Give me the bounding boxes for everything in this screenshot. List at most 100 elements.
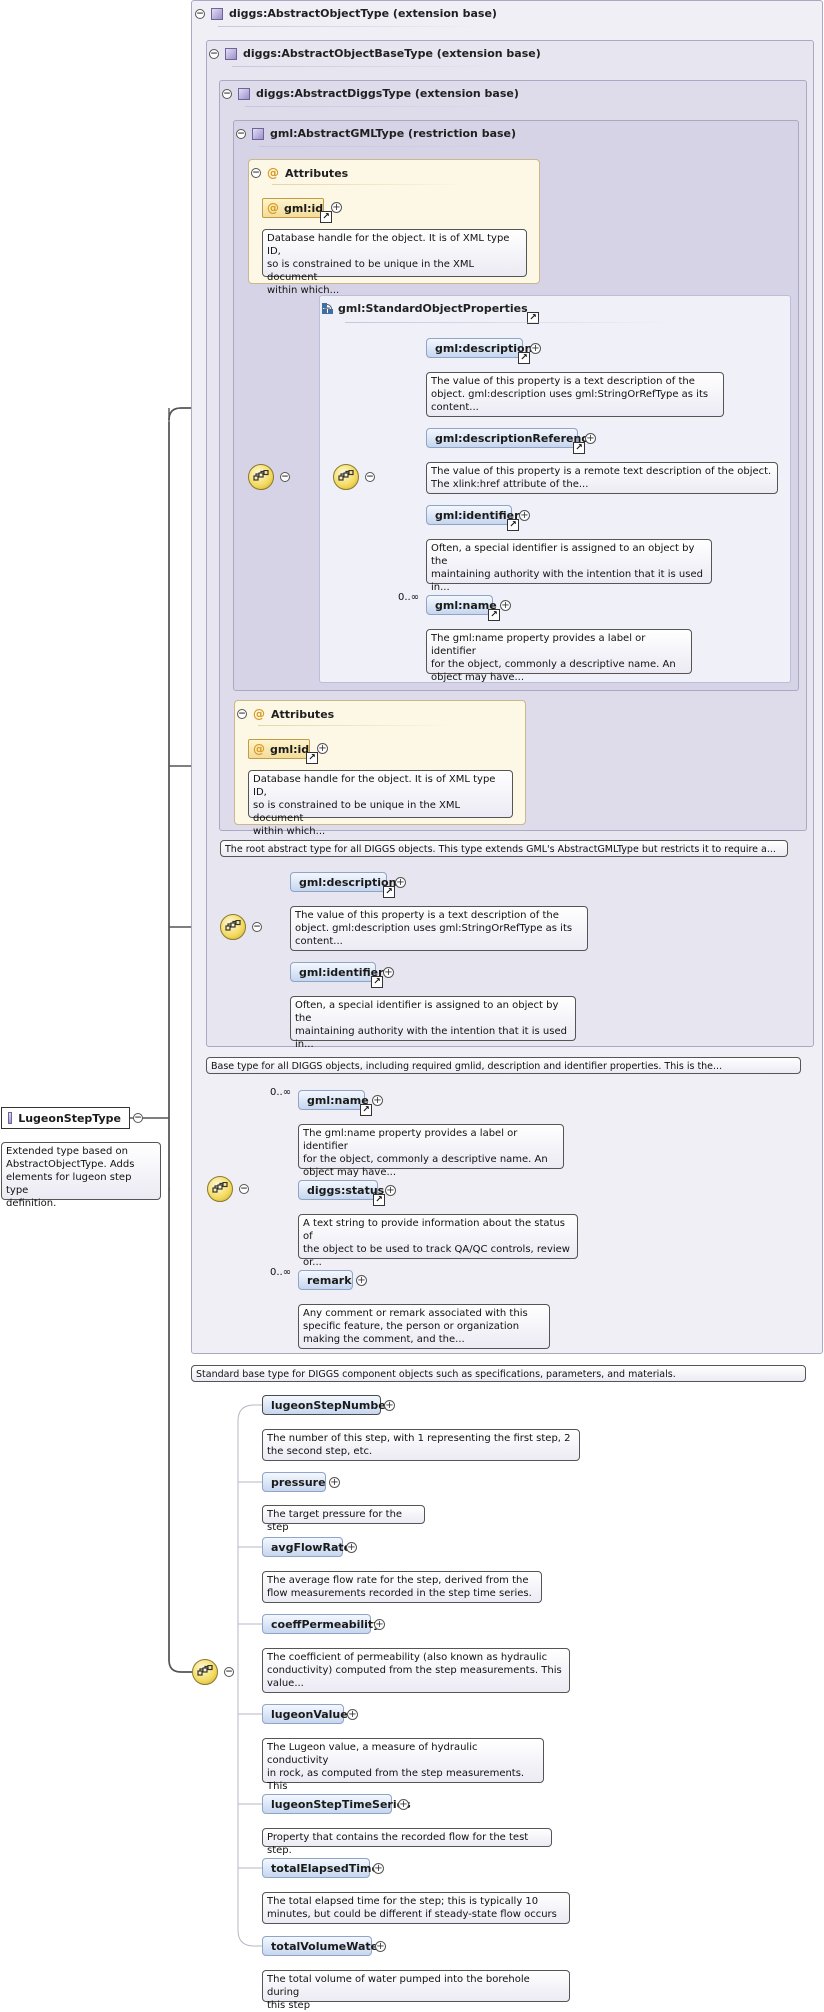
expand-icon[interactable]: + <box>347 1709 358 1720</box>
element-documentation: Often, a special identifier is assigned … <box>290 996 576 1050</box>
element-documentation: The Lugeon value, a measure of hydraulic… <box>262 1738 544 1805</box>
expand-icon[interactable]: + <box>384 1400 395 1411</box>
element-remark[interactable]: remark <box>298 1270 353 1290</box>
expand-icon[interactable]: + <box>530 343 541 354</box>
element-documentation: The coefficient of permeability (also kn… <box>262 1648 570 1693</box>
expand-icon[interactable]: + <box>500 600 511 611</box>
doc-line: The value of this property is a text des… <box>295 910 559 921</box>
collapse-icon[interactable]: − <box>252 922 262 932</box>
element-gml-description[interactable]: gml:description <box>290 872 396 892</box>
expand-icon[interactable]: + <box>329 1477 340 1488</box>
element-total-elapsed-time[interactable]: totalElapsedTime <box>262 1858 379 1878</box>
collapse-icon[interactable]: − <box>237 709 247 719</box>
expand-icon[interactable]: + <box>375 1941 386 1952</box>
doc-line: so is constrained to be unique in the XM… <box>253 800 461 824</box>
element-diggs-status[interactable]: diggs:status <box>298 1180 384 1200</box>
element-documentation: Often, a special identifier is assigned … <box>426 539 712 593</box>
attribute-gml-id[interactable]: @ gml:id <box>262 198 324 218</box>
expand-icon[interactable]: + <box>331 202 342 213</box>
link-icon[interactable]: ↗ <box>320 211 332 223</box>
collapse-icon[interactable]: − <box>251 168 261 178</box>
link-icon[interactable]: ↗ <box>306 752 318 764</box>
collapse-icon[interactable]: − <box>239 1184 249 1194</box>
sequence-icon[interactable] <box>192 1659 218 1685</box>
element-gml-description-reference[interactable]: gml:descriptionReference <box>426 428 595 448</box>
header-divider <box>272 184 472 185</box>
element-gml-name[interactable]: gml:name <box>426 595 497 615</box>
collapse-icon[interactable]: − <box>222 88 232 99</box>
expand-icon[interactable]: + <box>373 1863 384 1874</box>
element-lugeon-value[interactable]: lugeonValue <box>262 1704 348 1724</box>
link-icon[interactable]: ↗ <box>373 1194 385 1206</box>
sequence-icon[interactable] <box>207 1176 233 1202</box>
link-icon[interactable]: ↗ <box>371 976 383 988</box>
header-divider <box>232 66 502 67</box>
link-icon[interactable]: ↗ <box>573 442 585 454</box>
element-pressure[interactable]: pressure <box>262 1472 326 1492</box>
sequence-icon[interactable] <box>333 464 359 490</box>
link-icon[interactable]: ↗ <box>527 312 539 324</box>
root-type-lugeon-step-type[interactable]: LugeonStepType <box>1 1107 130 1129</box>
expand-icon[interactable]: + <box>317 743 328 754</box>
link-icon[interactable]: ↗ <box>518 352 530 364</box>
sequence-icon[interactable] <box>220 914 246 940</box>
doc-line: making the comment, and the... <box>303 1334 465 1345</box>
element-gml-identifier[interactable]: gml:identifier <box>290 962 384 982</box>
type-icon <box>238 87 250 100</box>
collapse-icon[interactable]: − <box>195 8 205 19</box>
collapse-icon[interactable]: − <box>280 472 290 482</box>
element-coeff-permeability[interactable]: coeffPermeability <box>262 1614 380 1634</box>
expand-icon[interactable]: + <box>519 510 530 521</box>
collapse-icon[interactable]: − <box>209 48 219 59</box>
expand-icon[interactable]: + <box>383 967 394 978</box>
collapse-icon[interactable]: − <box>236 128 246 139</box>
link-icon[interactable]: ↗ <box>360 1104 372 1116</box>
link-icon[interactable]: ↗ <box>488 609 500 621</box>
collapse-icon[interactable]: − <box>365 472 375 482</box>
element-avg-flow-rate[interactable]: avgFlowRate <box>262 1537 351 1557</box>
attributes-header[interactable]: − @ Attributes <box>251 166 348 180</box>
doc-line: content... <box>431 402 479 413</box>
collapse-icon[interactable]: − <box>133 1113 143 1123</box>
expand-icon[interactable]: + <box>372 1095 383 1106</box>
occurrence-label: 0..∞ <box>270 1087 292 1098</box>
doc-line: Property that contains the recorded flow… <box>267 1832 529 1856</box>
element-gml-name[interactable]: gml:name <box>298 1090 369 1110</box>
expand-icon[interactable]: + <box>395 877 406 888</box>
sequence-icon[interactable] <box>248 464 274 490</box>
collapse-icon[interactable]: − <box>224 1667 234 1677</box>
expand-icon[interactable]: + <box>385 1185 396 1196</box>
element-total-volume-water[interactable]: totalVolumeWater <box>262 1936 384 1956</box>
expand-icon[interactable]: + <box>398 1799 409 1810</box>
doc-line: The gml:name property provides a label o… <box>431 633 646 657</box>
doc-line: for the object, commonly a descriptive n… <box>431 659 676 670</box>
attributes-label: Attributes <box>271 707 335 721</box>
doc-line: A text string to provide information abo… <box>303 1218 566 1242</box>
expand-icon[interactable]: + <box>356 1275 367 1286</box>
expand-icon[interactable]: + <box>346 1542 357 1553</box>
element-gml-description[interactable]: gml:description <box>426 338 532 358</box>
standard-object-properties-header[interactable]: − gml:StandardObjectProperties <box>322 302 528 315</box>
abstract-object-base-type-header[interactable]: − diggs:AbstractObjectBaseType (extensio… <box>209 47 541 60</box>
occurrence-label: 0..∞ <box>398 592 420 603</box>
attribute-documentation: Database handle for the object. It is of… <box>248 770 513 837</box>
element-gml-identifier[interactable]: gml:identifier <box>426 505 520 525</box>
attributes-header[interactable]: − @ Attributes <box>237 707 334 721</box>
abstract-gml-type-header[interactable]: − gml:AbstractGMLType (restriction base) <box>236 127 516 140</box>
element-lugeon-step-number[interactable]: lugeonStepNumber <box>262 1395 391 1415</box>
header-divider <box>245 106 515 107</box>
attribute-gml-id[interactable]: @ gml:id <box>248 739 310 759</box>
expand-icon[interactable]: + <box>585 433 596 444</box>
doc-line: the object to be used to track QA/QC con… <box>303 1244 570 1255</box>
doc-line: The gml:name property provides a label o… <box>303 1128 518 1152</box>
type-icon <box>252 127 264 140</box>
abstract-object-type-header[interactable]: − diggs:AbstractObjectType (extension ba… <box>195 7 497 20</box>
doc-line: minutes, but could be different if stead… <box>267 1909 557 1920</box>
expand-icon[interactable]: + <box>374 1619 385 1630</box>
abstract-diggs-type-header[interactable]: − diggs:AbstractDiggsType (extension bas… <box>222 87 519 100</box>
link-icon[interactable]: ↗ <box>383 886 395 898</box>
element-lugeon-step-time-series[interactable]: lugeonStepTimeSeries <box>262 1794 411 1814</box>
element-documentation: The target pressure for the step <box>262 1505 425 1533</box>
link-icon[interactable]: ↗ <box>507 519 519 531</box>
attributes-label: Attributes <box>285 166 349 180</box>
